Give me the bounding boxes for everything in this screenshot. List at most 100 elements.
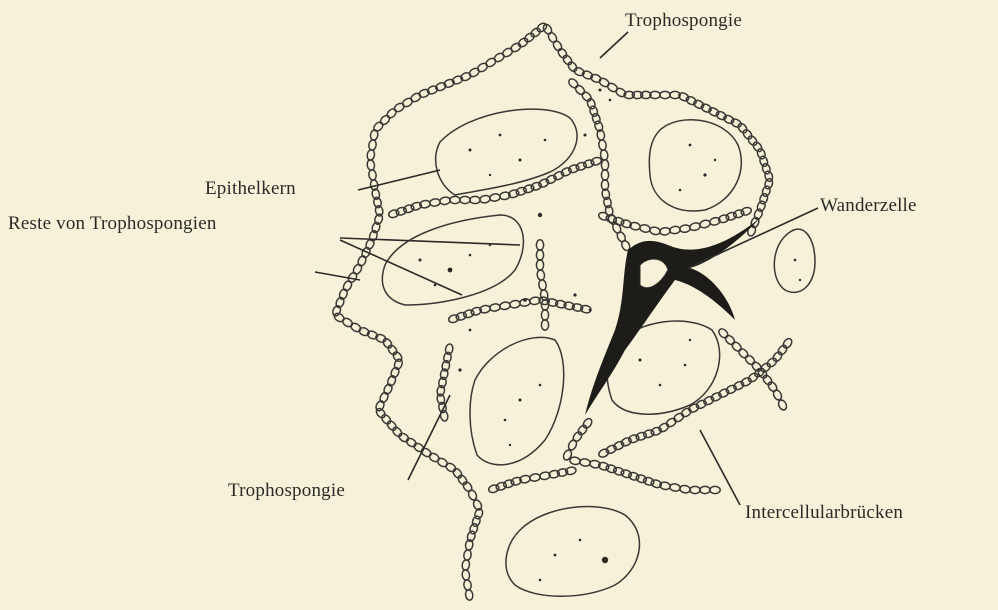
bridge-bead [463, 579, 472, 590]
bridge-bead [590, 156, 602, 166]
chromatin-dot [703, 173, 706, 176]
bridge-bead [499, 301, 510, 310]
chromatin-dot [689, 144, 692, 147]
chromatin-dot [579, 539, 582, 542]
bridge-bead [759, 155, 769, 167]
bridge-bead [583, 159, 595, 169]
bridge-bead [536, 269, 545, 280]
label-intercellularbruecken: Intercellularbrücken [745, 502, 903, 524]
chromatin-dot [589, 309, 592, 312]
bridge-bead [393, 102, 406, 114]
chromatin-dots [419, 89, 802, 582]
bridge-bead [766, 356, 779, 368]
bridge-bead [679, 224, 690, 233]
bridge-bead [649, 226, 661, 235]
bridge-bead [455, 311, 467, 321]
chromatin-dot [544, 139, 547, 142]
chromatin-dot [539, 384, 542, 387]
bridge-bead [465, 589, 474, 600]
bridge-bead [401, 97, 414, 109]
bridge-bead [366, 159, 375, 170]
bridge-bead [457, 474, 469, 487]
bridge-bead [679, 485, 690, 494]
bridge-bead [391, 426, 403, 439]
bridge-bead [468, 67, 481, 79]
bridge-bead [410, 92, 423, 104]
bridge-bead [613, 466, 625, 476]
bridge-bead [405, 437, 418, 449]
bridge-bead [574, 84, 586, 96]
bridge-bead [428, 452, 441, 464]
bridge-bead [388, 209, 400, 219]
bridge-bead [333, 312, 346, 324]
bridge-bead [541, 310, 548, 320]
bridge-bead [342, 280, 354, 293]
nucleus-top-right [649, 120, 741, 211]
bridge-bead [579, 458, 590, 467]
label-trophospongie-top: Trophospongie [625, 10, 742, 32]
chromatin-dot [519, 399, 522, 402]
bridge-bead [690, 486, 700, 493]
bridge-bead [395, 206, 407, 216]
bridge-bead [510, 42, 523, 54]
bridge-bead [580, 90, 592, 102]
bridge-bead [479, 195, 490, 204]
bridge-bead [385, 107, 397, 119]
bridge-bead [782, 337, 794, 350]
chromatin-dot [448, 268, 453, 273]
nucleus-bottom [506, 507, 640, 597]
bridge-bead [370, 129, 379, 140]
label-epithelkern: Epithelkern [205, 178, 296, 200]
bridge-bead [436, 457, 449, 469]
bridge-bead [772, 350, 784, 363]
bridge-bead [777, 344, 789, 357]
bridge-bead [733, 209, 745, 219]
bridge-bead [567, 77, 579, 89]
bridge-bead [567, 60, 579, 73]
bridge-bead [452, 467, 464, 480]
chromatin-dot [469, 149, 472, 152]
bridge-bead [575, 161, 587, 171]
bridge-bead [542, 23, 554, 36]
intercellular-bridges-drawing [331, 21, 793, 600]
bridge-bead [601, 160, 608, 170]
bridge-bead [503, 479, 515, 489]
bridge-bead [450, 196, 460, 203]
chromatin-dot [539, 579, 542, 582]
bridge-bead [476, 62, 489, 74]
bridge-bead [591, 113, 601, 125]
chromatin-dot [599, 89, 602, 92]
bridge-bead [536, 240, 543, 250]
bridge-bead [445, 462, 458, 474]
bridge-bead [572, 430, 584, 443]
bridge-bead [730, 340, 742, 352]
bridge-bead [569, 456, 580, 465]
bridge-bead [660, 91, 670, 98]
bridge-bead [761, 163, 771, 175]
bridge-bead [469, 523, 479, 535]
leader-trophospongie-top [600, 32, 628, 58]
chromatin-dot [499, 134, 502, 137]
leader-epithelkern [358, 170, 440, 190]
bridge-bead [598, 139, 607, 150]
chromatin-dot [714, 159, 716, 161]
chromatin-dot [519, 159, 522, 162]
bridge-bead [657, 422, 670, 434]
chromatin-dot [684, 364, 687, 367]
bridge-bead [601, 170, 608, 180]
chromatin-dot [799, 279, 801, 281]
bridge-bead [488, 484, 500, 494]
chromatin-dot [489, 174, 491, 176]
bridge-bead [700, 486, 710, 493]
bridge-bead [357, 255, 368, 267]
bridge-bead [737, 347, 749, 359]
bridge-bead [577, 424, 589, 437]
bridge-bead [485, 57, 498, 69]
chromatin-dot [584, 134, 587, 137]
bridge-bead [761, 185, 771, 197]
bridge-bead [606, 82, 619, 94]
bridge-bead [557, 47, 569, 60]
bridge-bead [639, 224, 651, 233]
bridge-bead [547, 31, 559, 44]
